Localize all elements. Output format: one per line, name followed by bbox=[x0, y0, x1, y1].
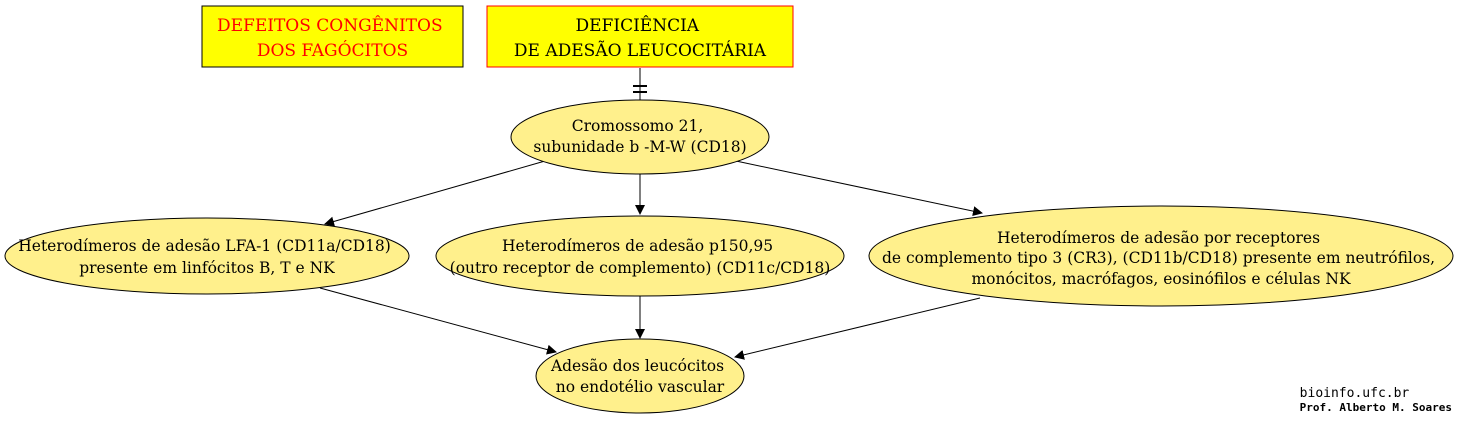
node-cr3-line-1: Heterodímeros de adesão por receptores bbox=[997, 229, 1320, 247]
edge-cr3-to-adhesion bbox=[734, 297, 981, 360]
node-adhesion: Adesão dos leucócitos no endotélio vascu… bbox=[535, 338, 745, 414]
topic-box-line-2: DE ADESÃO LEUCOCITÁRIA bbox=[514, 40, 767, 61]
node-adhesion-shape bbox=[535, 338, 745, 414]
node-chromosome-shape bbox=[510, 99, 770, 175]
title-box-line-2: DOS FAGÓCITOS bbox=[257, 40, 408, 61]
node-p150-line-2: (outro receptor de complemento) (CD11c/C… bbox=[450, 259, 831, 277]
svg-text:Cromossomo 21, subunidad: Cromossomo 21, subunidade b -M-W (CD18) bbox=[533, 117, 746, 156]
edge-chromosome-to-cr3 bbox=[735, 160, 983, 217]
node-adhesion-line-2: no endotélio vascular bbox=[556, 378, 725, 396]
svg-text:Heterodímeros de adesão por re: Heterodímeros de adesão por receptores d… bbox=[882, 229, 1440, 288]
credits: bioinfo.ufc.br Prof. Alberto M. Soares bbox=[1300, 386, 1452, 415]
node-lfa1-line-1: Heterodímeros de adesão LFA-1 (CD11a/CD1… bbox=[18, 237, 391, 255]
credit-site: bioinfo.ufc.br bbox=[1299, 386, 1410, 401]
node-cr3: Heterodímeros de adesão por receptores d… bbox=[868, 205, 1454, 307]
node-chromosome-line-2: subunidade b -M-W (CD18) bbox=[533, 138, 746, 156]
node-p150-line-1: Heterodímeros de adesão p150,95 bbox=[502, 237, 773, 255]
node-adhesion-line-1: Adesão dos leucócitos bbox=[550, 357, 724, 375]
node-p150: Heterodímeros de adesão p150,95 (outro r… bbox=[435, 215, 845, 297]
title-box-line-1: DEFEITOS CONGÊNITOS bbox=[217, 15, 443, 36]
edge-lfa1-to-adhesion bbox=[319, 287, 557, 355]
svg-text:DEFEITOS CONGÊNITOS DOS: DEFEITOS CONGÊNITOS DOS FAGÓCITOS bbox=[217, 15, 448, 61]
node-cr3-line-2: de complemento tipo 3 (CR3), (CD11b/CD18… bbox=[882, 249, 1435, 267]
topic-box: DEFICIÊNCIA DE ADESÃO LEUCOCITÁRIA bbox=[486, 5, 794, 68]
node-p150-shape bbox=[435, 215, 845, 297]
svg-text:DEFICIÊNCIA DE ADESÃO LE: DEFICIÊNCIA DE ADESÃO LEUCOCITÁRIA bbox=[514, 15, 767, 61]
topic-box-frame bbox=[486, 5, 794, 68]
node-lfa1-line-2: presente em linfócitos B, T e NK bbox=[79, 259, 335, 277]
title-box-frame bbox=[201, 5, 464, 68]
edges bbox=[319, 68, 983, 360]
credit-author: Prof. Alberto M. Soares bbox=[1299, 401, 1452, 414]
topic-box-line-1: DEFICIÊNCIA bbox=[576, 15, 700, 36]
edge-chromosome-to-lfa1 bbox=[324, 160, 546, 227]
svg-text:Adesão dos leucócitos no: Adesão dos leucócitos no endotélio vascu… bbox=[550, 357, 729, 396]
node-chromosome-line-1: Cromossomo 21, bbox=[572, 117, 703, 135]
svg-text:Heterodímeros de adesão p150,9: Heterodímeros de adesão p150,95 (outro r… bbox=[450, 237, 831, 277]
node-cr3-line-3: monócitos, macrófagos, eosinófilos e cél… bbox=[971, 270, 1351, 288]
node-chromosome: Cromossomo 21, subunidade b -M-W (CD18) bbox=[510, 99, 770, 175]
svg-text:Heterodímeros de adesão LFA-1: Heterodímeros de adesão LFA-1 (CD11a/CD1… bbox=[18, 237, 395, 277]
node-lfa1-shape bbox=[4, 217, 410, 295]
node-lfa1: Heterodímeros de adesão LFA-1 (CD11a/CD1… bbox=[4, 217, 410, 295]
node-cr3-shape bbox=[868, 205, 1454, 307]
title-box: DEFEITOS CONGÊNITOS DOS FAGÓCITOS bbox=[201, 5, 464, 68]
